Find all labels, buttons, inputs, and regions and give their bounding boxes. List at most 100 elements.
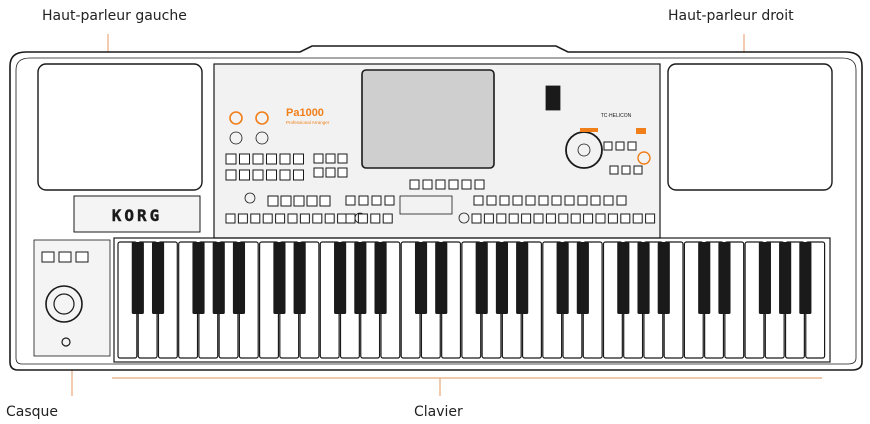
knob bbox=[229, 131, 243, 145]
panel-button bbox=[564, 195, 575, 206]
black-key bbox=[475, 242, 488, 314]
black-key bbox=[495, 242, 509, 314]
knob bbox=[458, 212, 470, 224]
panel-button bbox=[461, 179, 472, 190]
panel-button bbox=[337, 153, 348, 164]
panel-button bbox=[370, 213, 381, 224]
panel-button bbox=[225, 169, 237, 181]
panel-button bbox=[533, 213, 544, 224]
panel-button bbox=[371, 195, 382, 206]
panel-button bbox=[620, 213, 631, 224]
panel-buttons bbox=[41, 141, 656, 263]
panel-details bbox=[45, 85, 651, 347]
panel-button bbox=[250, 213, 261, 224]
black-key bbox=[293, 242, 306, 314]
panel-button bbox=[357, 213, 368, 224]
panel-button bbox=[279, 153, 291, 165]
panel-button bbox=[448, 179, 459, 190]
black-key bbox=[637, 242, 650, 314]
panel-button bbox=[293, 195, 305, 207]
panel-button bbox=[239, 153, 250, 165]
panel-button bbox=[551, 195, 562, 206]
black-key bbox=[435, 242, 448, 314]
panel-button bbox=[577, 195, 588, 206]
panel-button bbox=[287, 213, 298, 224]
panel-button bbox=[324, 213, 335, 224]
panel-button bbox=[337, 213, 348, 224]
black-key bbox=[273, 242, 286, 314]
black-key bbox=[617, 242, 630, 314]
panel-button bbox=[595, 213, 606, 224]
knob bbox=[637, 151, 651, 165]
label-left-speaker: Haut-parleur gauche bbox=[42, 8, 187, 24]
panel-button bbox=[266, 153, 277, 165]
panel-button bbox=[603, 195, 614, 206]
panel-button bbox=[616, 195, 627, 206]
black-key bbox=[232, 242, 246, 314]
keyboard-frame bbox=[113, 237, 831, 363]
black-key bbox=[576, 242, 589, 314]
panel-button bbox=[496, 213, 507, 224]
black-key bbox=[718, 242, 731, 314]
panel-button bbox=[570, 213, 581, 224]
panel-button bbox=[299, 213, 310, 224]
panel-button bbox=[609, 165, 619, 175]
model-name: Pa1000 bbox=[286, 107, 324, 119]
black-key bbox=[414, 242, 428, 314]
logo-plate bbox=[73, 195, 201, 233]
panel-button bbox=[306, 195, 318, 207]
panel-button bbox=[615, 141, 625, 151]
black-key bbox=[334, 242, 347, 314]
panel-button bbox=[583, 213, 594, 224]
panel-button bbox=[358, 195, 369, 206]
black-key bbox=[354, 242, 367, 314]
panel-button bbox=[279, 169, 291, 181]
panel-button bbox=[337, 167, 348, 178]
black-key bbox=[192, 242, 205, 314]
panel-button bbox=[267, 195, 279, 207]
black-key bbox=[799, 242, 812, 314]
panel-button bbox=[280, 195, 292, 207]
panel-button bbox=[422, 179, 433, 190]
panel-button bbox=[603, 141, 613, 151]
black-key bbox=[516, 242, 529, 314]
panel-button bbox=[239, 169, 250, 181]
panel-button bbox=[312, 213, 323, 224]
panel-button bbox=[252, 169, 264, 181]
panel-button bbox=[58, 251, 72, 263]
black-key bbox=[212, 242, 225, 314]
label-right-speaker: Haut-parleur droit bbox=[668, 8, 794, 24]
panel-button bbox=[525, 195, 536, 206]
panel-button bbox=[384, 195, 395, 206]
panel-button bbox=[512, 195, 523, 206]
panel-button bbox=[262, 213, 273, 224]
panel-button bbox=[558, 213, 569, 224]
panel-button bbox=[41, 251, 55, 263]
balance-knob bbox=[255, 111, 269, 125]
panel-button bbox=[345, 195, 356, 206]
panel-button bbox=[590, 195, 601, 206]
panel-button bbox=[225, 213, 236, 224]
dial-center bbox=[577, 143, 591, 157]
panel-button bbox=[508, 213, 519, 224]
black-key bbox=[556, 242, 569, 314]
label-keyboard: Clavier bbox=[414, 404, 463, 420]
black-key bbox=[698, 242, 711, 314]
panel-button bbox=[545, 213, 556, 224]
panel-button bbox=[538, 195, 549, 206]
keyboard-keys bbox=[117, 241, 826, 359]
panel-button bbox=[293, 153, 304, 165]
panel-button bbox=[627, 141, 637, 151]
usb-slot bbox=[545, 85, 561, 111]
black-key bbox=[151, 242, 165, 314]
panel-button bbox=[499, 195, 510, 206]
panel-button bbox=[483, 213, 494, 224]
left-speaker bbox=[37, 63, 203, 191]
panel-button bbox=[382, 213, 393, 224]
knob bbox=[244, 192, 256, 204]
display-screen bbox=[361, 69, 495, 169]
joystick-area bbox=[399, 195, 453, 215]
panel-button bbox=[325, 153, 336, 164]
panel-button bbox=[474, 179, 485, 190]
panel-button bbox=[293, 169, 304, 181]
